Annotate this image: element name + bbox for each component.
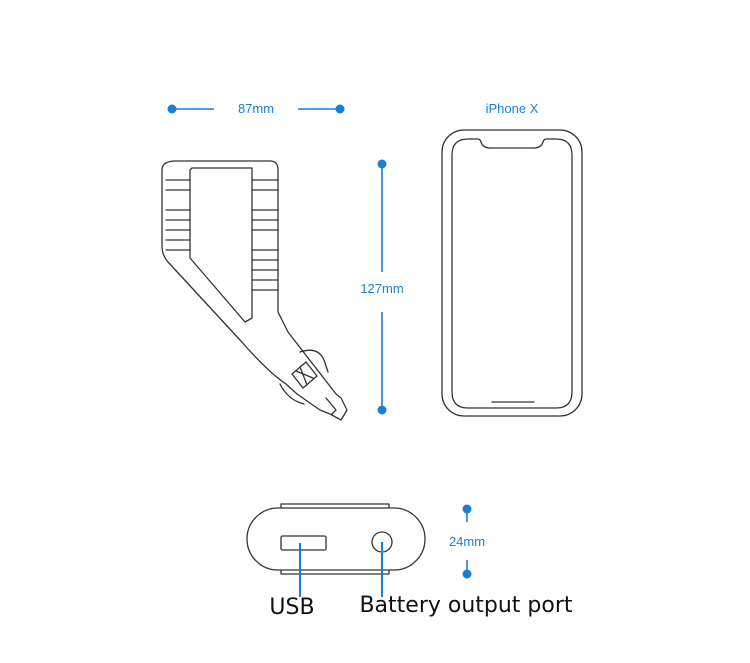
thickness-dimension-dot-top	[462, 504, 472, 514]
width-dimension: 87mm	[167, 101, 345, 116]
charger-body-outline	[161, 160, 348, 421]
phone-screen	[451, 138, 573, 409]
charger-plug-ring	[279, 383, 305, 405]
phone-body	[441, 129, 583, 417]
width-dimension-label: 87mm	[238, 101, 274, 116]
charger-plug-tip	[325, 397, 337, 415]
thickness-dimension: 24mm	[449, 504, 485, 579]
height-dimension: 127mm	[360, 159, 404, 415]
height-dimension-dot-bottom	[377, 405, 387, 415]
width-dimension-dot-right	[335, 104, 345, 114]
height-dimension-dot-top	[377, 159, 387, 169]
battery-callout-label: Battery output port	[359, 593, 572, 618]
thickness-dimension-label: 24mm	[449, 534, 485, 549]
iphone-x-outline: iPhone X	[441, 101, 583, 417]
charger-plug-icon	[291, 361, 318, 389]
usb-callout: USB	[269, 543, 315, 620]
phone-label: iPhone X	[486, 101, 539, 116]
charger-bottom-view	[246, 503, 426, 575]
thickness-dimension-dot-bottom	[462, 569, 472, 579]
battery-callout: Battery output port	[359, 542, 573, 618]
charger-bottom-body	[246, 507, 426, 571]
charger-front-panel	[189, 167, 253, 323]
usb-port	[280, 535, 327, 551]
car-charger-side-view	[161, 160, 348, 421]
usb-callout-label: USB	[269, 595, 314, 620]
height-dimension-label: 127mm	[360, 281, 403, 296]
width-dimension-dot-left	[167, 104, 177, 114]
charger-plug-collar	[299, 349, 329, 373]
